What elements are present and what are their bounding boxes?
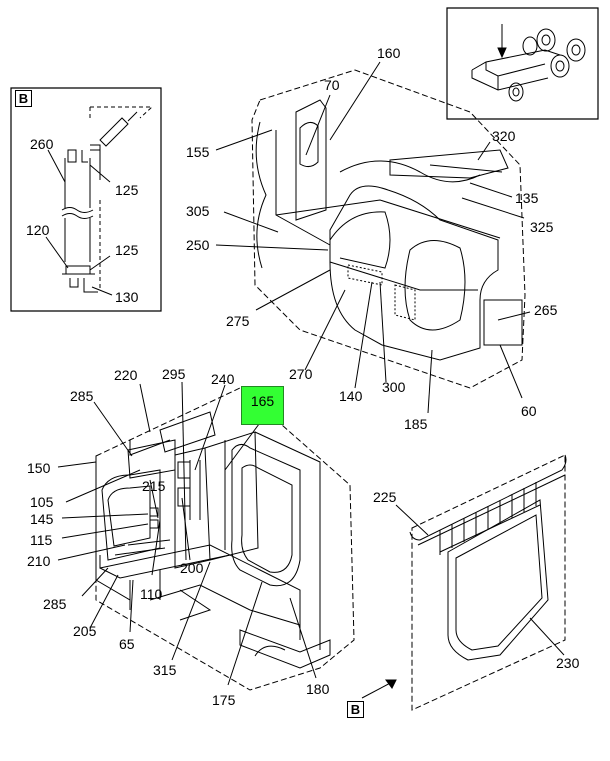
callout-275[interactable]: 275: [226, 313, 250, 329]
callout-300[interactable]: 300: [382, 379, 406, 395]
callout-180[interactable]: 180: [306, 681, 330, 697]
callout-215[interactable]: 215: [142, 478, 166, 494]
callout-70[interactable]: 70: [324, 77, 340, 93]
callout-320[interactable]: 320: [492, 128, 516, 144]
callout-150[interactable]: 150: [27, 460, 51, 476]
cab-upper-view: [216, 62, 530, 413]
callout-225[interactable]: 225: [373, 489, 397, 505]
callout-305[interactable]: 305: [186, 203, 210, 219]
callout-205[interactable]: 205: [73, 623, 97, 639]
callout-250[interactable]: 250: [186, 237, 210, 253]
callout-270[interactable]: 270: [289, 366, 313, 382]
callout-230[interactable]: 230: [556, 655, 580, 671]
callout-125[interactable]: 125: [115, 182, 139, 198]
callout-155[interactable]: 155: [186, 144, 210, 160]
callout-60[interactable]: 60: [521, 403, 537, 419]
detail-b-label-top: B: [15, 90, 32, 107]
callout-135[interactable]: 135: [515, 190, 539, 206]
callout-145[interactable]: 145: [30, 511, 54, 527]
callout-65[interactable]: 65: [119, 636, 135, 652]
callout-285[interactable]: 285: [70, 388, 94, 404]
callout-260[interactable]: 260: [30, 136, 54, 152]
detail-b-inset: [11, 88, 161, 311]
cab-lower-view: [58, 382, 354, 690]
callout-220[interactable]: 220: [114, 367, 138, 383]
callout-315[interactable]: 315: [153, 662, 177, 678]
callout-200[interactable]: 200: [180, 560, 204, 576]
callout-175[interactable]: 175: [212, 692, 236, 708]
callout-140[interactable]: 140: [339, 388, 363, 404]
callout-185[interactable]: 185: [404, 416, 428, 432]
callout-285[interactable]: 285: [43, 596, 67, 612]
callout-210[interactable]: 210: [27, 553, 51, 569]
callout-105[interactable]: 105: [30, 494, 54, 510]
panel-detail: [362, 455, 566, 710]
callout-160[interactable]: 160: [377, 45, 401, 61]
callout-240[interactable]: 240: [211, 371, 235, 387]
callout-120[interactable]: 120: [26, 222, 50, 238]
detail-b-label-bottom: B: [347, 701, 364, 718]
callout-130[interactable]: 130: [115, 289, 139, 305]
callout-115[interactable]: 115: [30, 532, 53, 548]
callout-325[interactable]: 325: [530, 219, 554, 235]
callout-295[interactable]: 295: [162, 366, 186, 382]
callout-110[interactable]: 110: [140, 586, 163, 602]
callout-125[interactable]: 125: [115, 242, 139, 258]
callout-265[interactable]: 265: [534, 302, 558, 318]
locator-inset: [447, 8, 598, 119]
callout-165-highlighted[interactable]: 165: [241, 386, 284, 425]
